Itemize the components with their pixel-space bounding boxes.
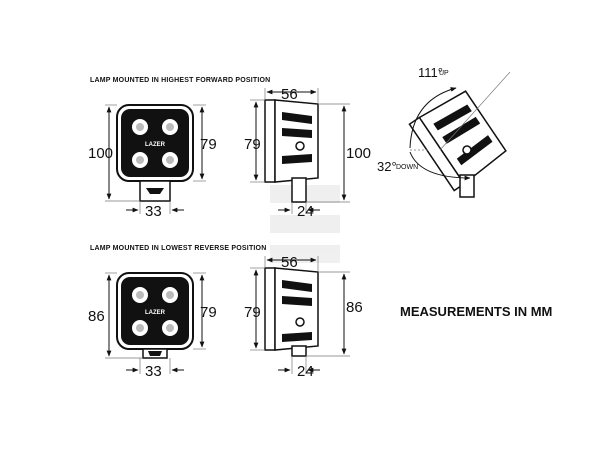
heatsink-fin [282, 332, 312, 342]
side-view-top: 56 79 100 24 [244, 86, 371, 220]
lens-edge [264, 99, 276, 183]
front-view-top: LAZER 100 79 33 [88, 104, 217, 220]
led-core-icon [166, 156, 174, 164]
mount-bracket-tilt [459, 174, 475, 198]
dim-depth-label: 56 [281, 86, 298, 103]
dim-bracket-width-side-label: 24 [297, 203, 314, 220]
logo-text: LAZER [145, 142, 166, 148]
led-core-icon [136, 291, 144, 299]
heatsink-fin [456, 135, 493, 166]
units-note: MEASUREMENTS IN MM [400, 304, 552, 319]
tilt-up-label: UP [439, 70, 449, 77]
front-view-bottom: LAZER 86 79 33 [88, 272, 217, 380]
tilt-view: 111° UP 32° DOWN [377, 65, 511, 198]
heatsink-fin [433, 104, 472, 131]
led-core-icon [136, 156, 144, 164]
tilt-up-arc [409, 87, 457, 149]
dim-lamp-height-label: 79 [200, 304, 217, 321]
mount-bracket-side [291, 345, 307, 357]
dim-bracket-width-side-label: 24 [297, 363, 314, 380]
heatsink-fin [282, 128, 312, 138]
bracket-slot [146, 188, 164, 194]
lamp-body-side [274, 99, 319, 183]
dim-bracket-width-label: 33 [145, 203, 162, 220]
dim-depth-label: 56 [281, 254, 298, 271]
heatsink-fin [282, 280, 312, 292]
dim-lamp-height-label: 79 [200, 136, 217, 153]
dim-overall-height-side-label: 86 [346, 299, 363, 316]
pivot-bolt-icon [295, 141, 305, 151]
logo-text: LAZER [145, 310, 166, 316]
side-view-bottom: 56 79 86 24 [244, 254, 363, 380]
led-core-icon [136, 123, 144, 131]
dim-overall-height-side-label: 100 [346, 145, 371, 162]
mount-bracket-side [291, 177, 307, 203]
caption-bottom: LAMP MOUNTED IN LOWEST REVERSE POSITION [90, 245, 266, 252]
lens-edge [264, 267, 276, 351]
tilt-up-angle: 111° [418, 65, 443, 80]
dim-bracket-width-label: 33 [145, 363, 162, 380]
led-core-icon [166, 324, 174, 332]
heatsink-fin [282, 154, 312, 164]
bracket-slot [148, 351, 162, 356]
pivot-bolt-icon [295, 317, 305, 327]
heatsink-fin [282, 296, 312, 306]
tilt-down-angle: 32° [377, 159, 397, 174]
led-core-icon [166, 291, 174, 299]
tilt-down-arc [409, 151, 471, 181]
lamp-body-tilted [418, 90, 507, 185]
heatsink-fin [282, 112, 312, 124]
led-core-icon [166, 123, 174, 131]
led-core-icon [136, 324, 144, 332]
dim-overall-height-label: 100 [88, 145, 113, 162]
caption-top: LAMP MOUNTED IN HIGHEST FORWARD POSITION [90, 77, 270, 84]
dim-lamp-height-side-label: 79 [244, 136, 261, 153]
pivot-bolt-icon [462, 145, 472, 155]
dim-overall-height-label: 86 [88, 308, 105, 325]
tilt-down-label: DOWN [396, 164, 418, 171]
dim-lamp-height-side-label: 79 [244, 304, 261, 321]
